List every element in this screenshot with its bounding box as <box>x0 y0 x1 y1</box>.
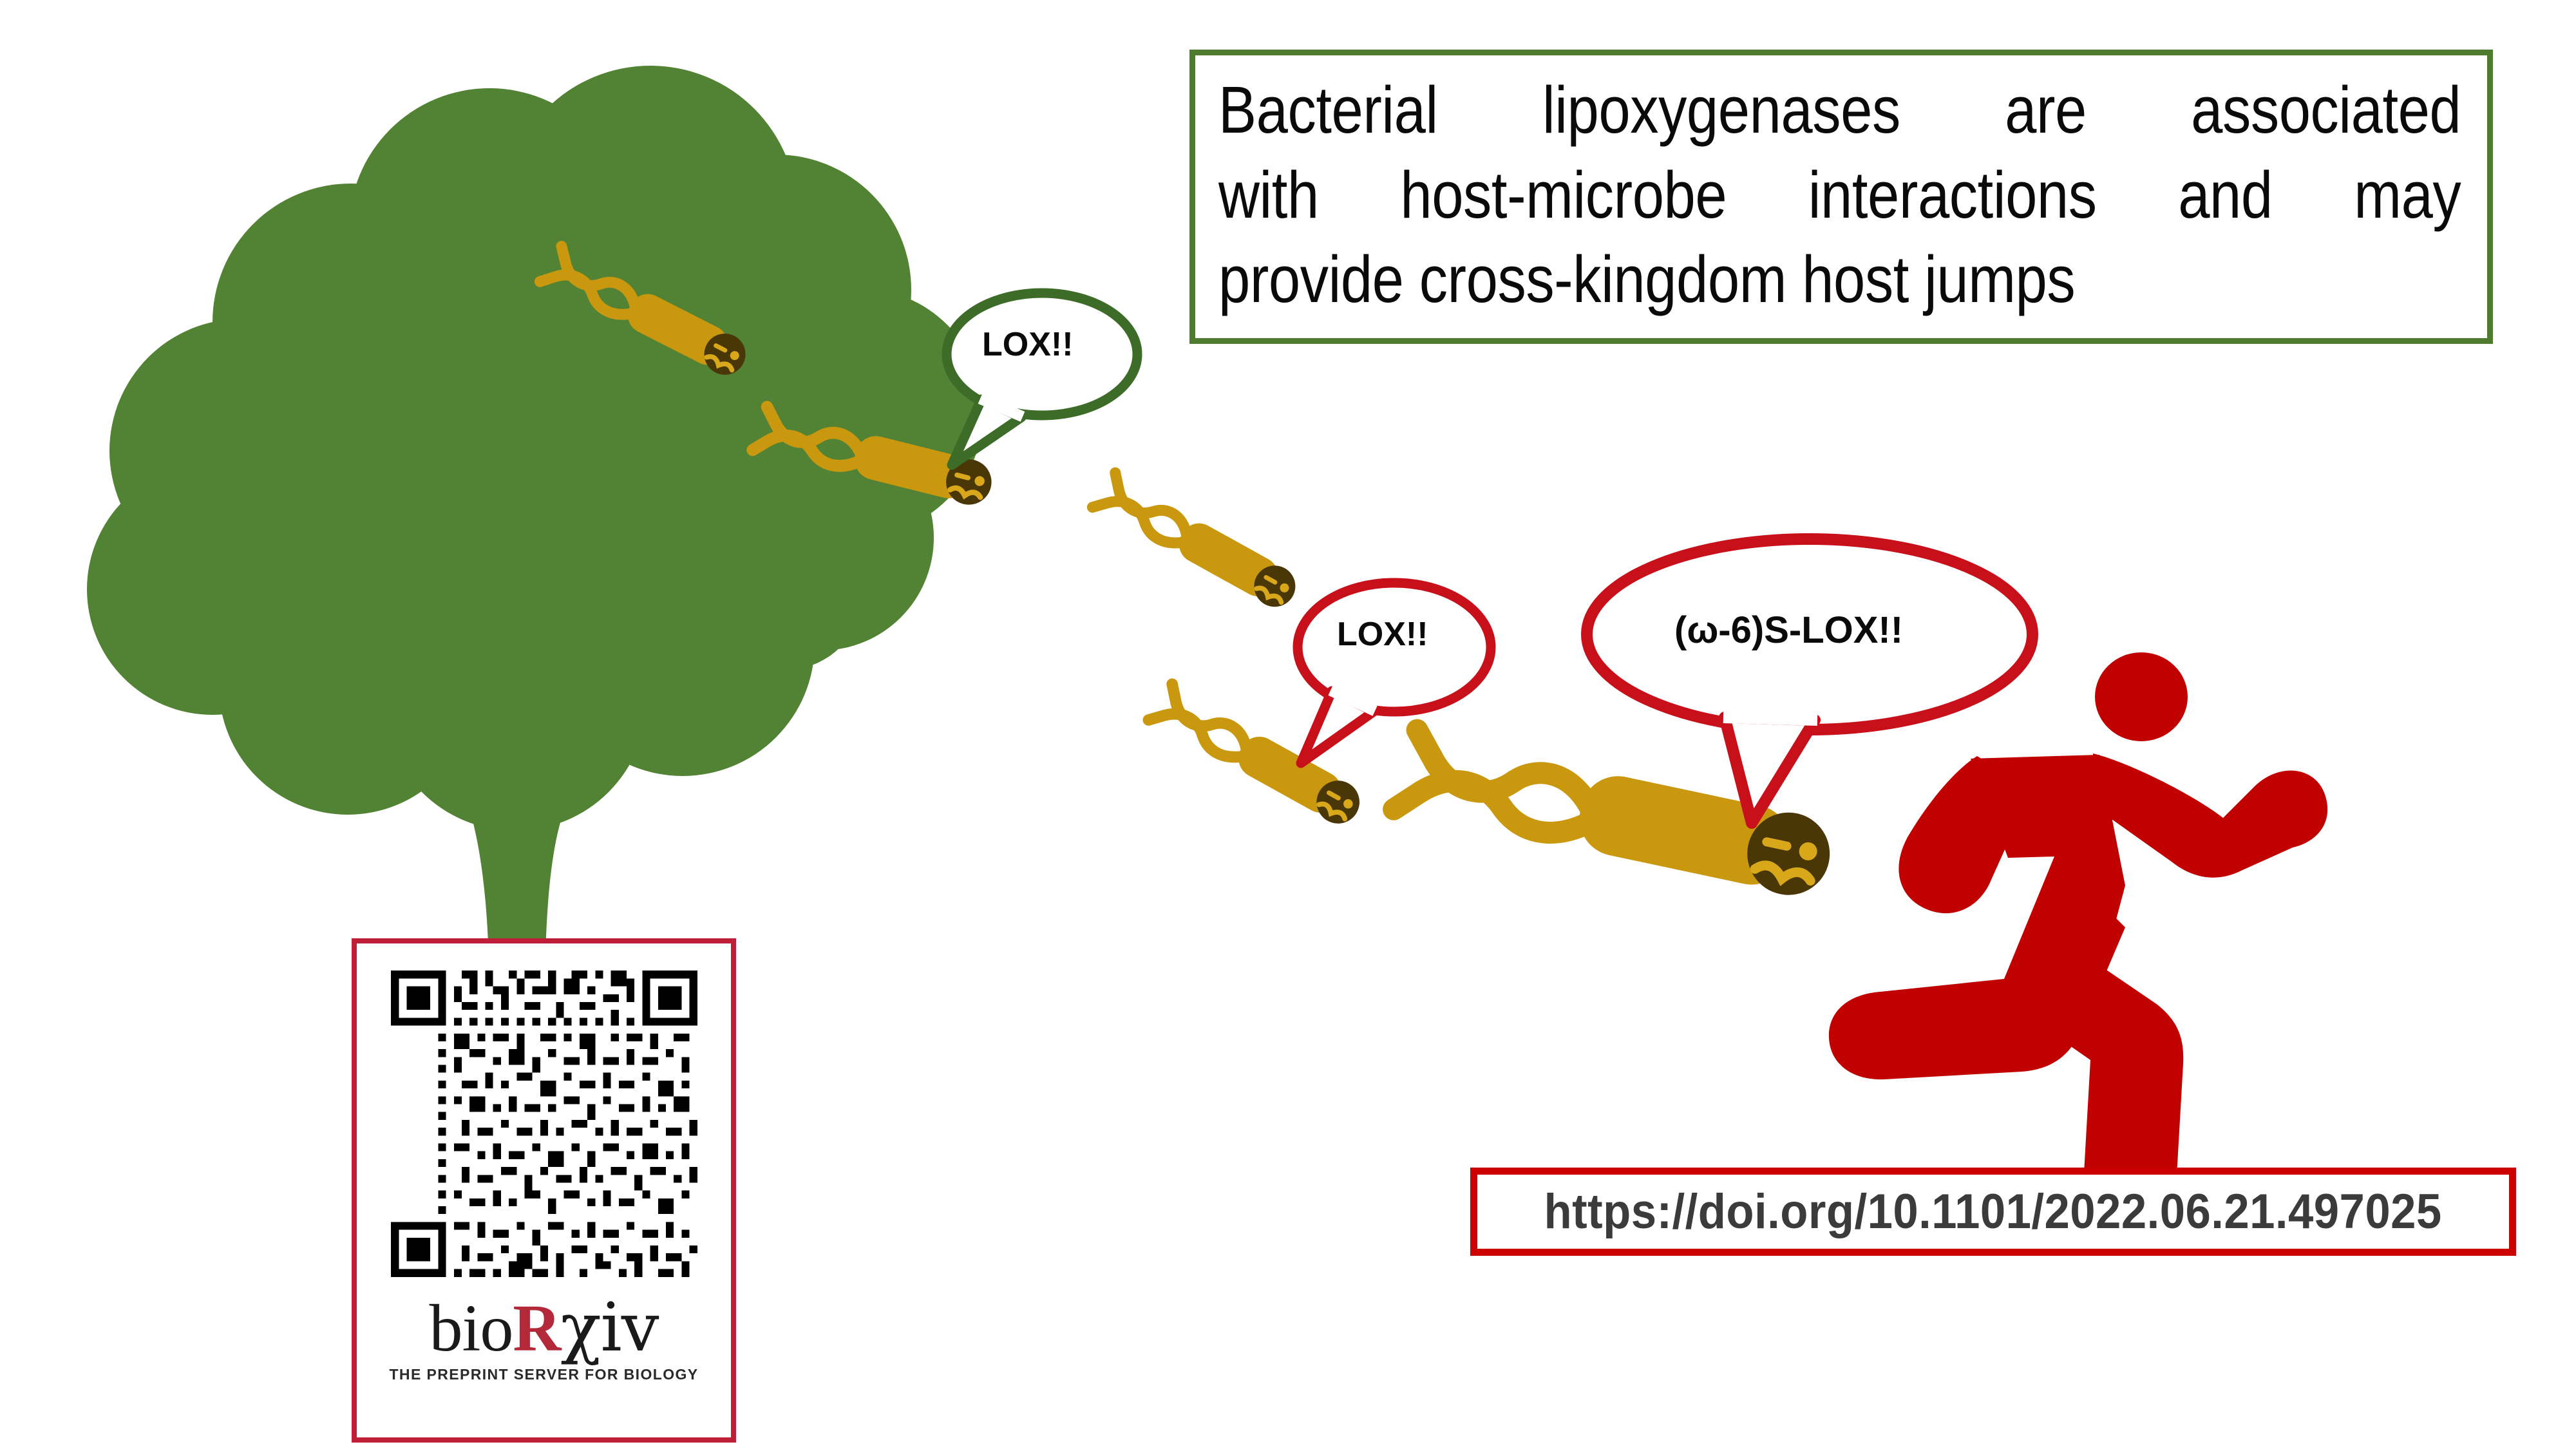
biorxiv-bio: bio <box>429 1291 513 1365</box>
speech-bubble-lox-3 <box>1581 533 2038 829</box>
title-word: lipoxygenases <box>1542 72 1900 147</box>
speech-bubble-lox-1 <box>942 288 1142 470</box>
biorxiv-logo: bioRχiv THE PREPRINT SERVER FOR BIOLOGY <box>357 1294 731 1383</box>
speech-label-lox-1: LOX!! <box>982 326 1074 363</box>
bacterium-3 <box>1092 471 1303 614</box>
title-word: may <box>2354 157 2461 232</box>
title-line-1: Bacterial lipoxygenases are associated <box>1218 68 2461 153</box>
title-line-3: provide cross-kingdom host jumps <box>1218 242 2076 317</box>
title-line-2: with host-microbe interactions and may <box>1218 153 2461 238</box>
speech-label-lox-2: LOX!! <box>1337 616 1428 653</box>
speech-bubble-lox-2 <box>1293 578 1496 768</box>
title-word: associated <box>2191 72 2461 147</box>
title-word: interactions <box>1808 157 2097 232</box>
biorxiv-wordmark: bioRχiv <box>357 1294 731 1362</box>
speech-label-lox-3: (ω-6)S-LOX!! <box>1674 609 1904 651</box>
title-box: Bacterial lipoxygenases are associated w… <box>1189 50 2493 344</box>
biorxiv-qr-card[interactable]: bioRχiv THE PREPRINT SERVER FOR BIOLOGY <box>352 938 736 1443</box>
title-word: and <box>2178 157 2273 232</box>
biorxiv-tagline: THE PREPRINT SERVER FOR BIOLOGY <box>389 1366 699 1383</box>
qr-code-icon[interactable] <box>383 963 705 1285</box>
tree <box>87 66 983 1005</box>
title-word: Bacterial <box>1218 72 1438 147</box>
title-word: are <box>2005 72 2087 147</box>
doi-link[interactable]: https://doi.org/10.1101/2022.06.21.49702… <box>1544 1184 2443 1239</box>
doi-box: https://doi.org/10.1101/2022.06.21.49702… <box>1470 1168 2516 1256</box>
running-person <box>1828 652 2328 1245</box>
title-word: host-microbe <box>1400 157 1727 232</box>
biorxiv-chiv: χiv <box>560 1288 659 1367</box>
title-word: with <box>1218 157 1319 232</box>
biorxiv-r: R <box>513 1291 561 1365</box>
